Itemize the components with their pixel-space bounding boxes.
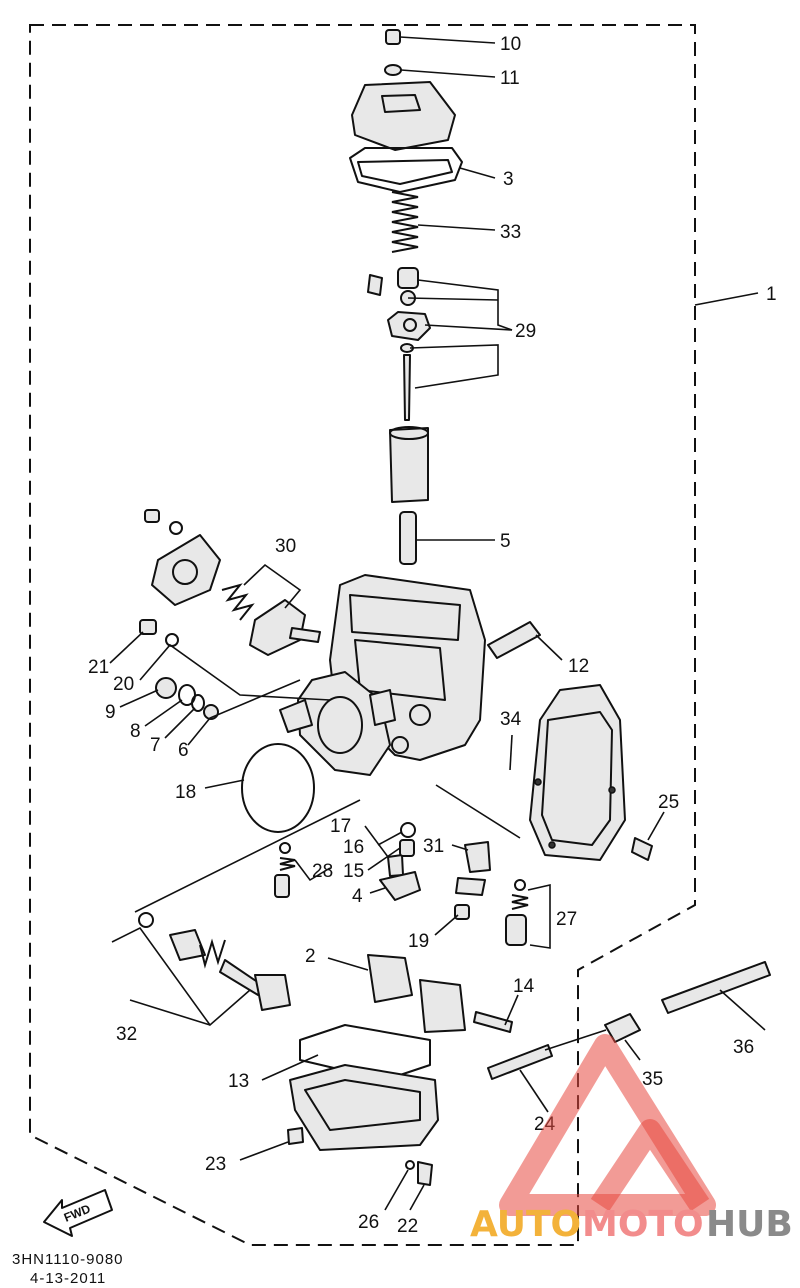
callout-7: 7 (150, 735, 161, 756)
callout-16: 16 (343, 837, 364, 858)
callout-3: 3 (503, 169, 514, 190)
callout-labels: 10 11 3 33 1 29 5 30 12 21 20 9 8 7 6 34… (88, 34, 777, 1237)
drawing-date: 4-13-2011 (30, 1270, 106, 1287)
callout-12: 12 (568, 656, 589, 677)
callout-1: 1 (766, 284, 777, 305)
float-group (367, 954, 513, 1033)
callout-36: 36 (733, 1037, 754, 1058)
drawing-number: 3HN1110-9080 (12, 1251, 124, 1268)
watermark-moto: MOTO (582, 1204, 704, 1245)
callout-34: 34 (500, 709, 522, 730)
watermark-logo: AUTO MOTO HUB (470, 1034, 793, 1245)
callout-22: 22 (397, 1216, 418, 1237)
pipe-12 (487, 621, 541, 659)
callout-17: 17 (330, 816, 351, 837)
callout-35: 35 (642, 1069, 663, 1090)
callout-27: 27 (556, 909, 577, 930)
callout-25: 25 (658, 792, 679, 813)
callout-2: 2 (305, 946, 316, 967)
callout-32: 32 (116, 1024, 137, 1045)
hose-24 (487, 1044, 553, 1080)
jet-group (274, 822, 529, 946)
callout-18: 18 (175, 782, 196, 803)
callout-11: 11 (500, 68, 520, 89)
top-cap-group (349, 29, 463, 565)
callout-31: 31 (423, 836, 444, 857)
element-18 (241, 743, 315, 833)
leader-lines (109, 36, 766, 1211)
callout-4: 4 (352, 886, 363, 907)
carburetor-body (279, 574, 486, 776)
callout-5: 5 (500, 531, 511, 552)
callout-23: 23 (205, 1154, 226, 1175)
callout-14: 14 (513, 976, 535, 997)
callout-29: 29 (515, 321, 536, 342)
callout-6: 6 (178, 740, 189, 761)
callout-15: 15 (343, 861, 364, 882)
callout-33: 33 (500, 222, 521, 243)
watermark-hub: HUB (706, 1204, 793, 1245)
callout-20: 20 (113, 674, 134, 695)
callout-13: 13 (228, 1071, 249, 1092)
choke-plunger-group (138, 912, 291, 1011)
side-cover-group (529, 684, 653, 861)
callout-10: 10 (500, 34, 521, 55)
watermark-auto: AUTO (470, 1204, 581, 1245)
callout-8: 8 (130, 721, 141, 742)
callout-9: 9 (105, 702, 116, 723)
callout-30: 30 (275, 536, 296, 557)
hose-36 (661, 961, 771, 1014)
callout-21: 21 (88, 657, 109, 678)
callout-28: 28 (312, 861, 333, 882)
callout-19: 19 (408, 931, 429, 952)
float-bowl-group (287, 1024, 439, 1186)
fwd-arrow: FWD (43, 1189, 113, 1237)
callout-26: 26 (358, 1212, 379, 1233)
